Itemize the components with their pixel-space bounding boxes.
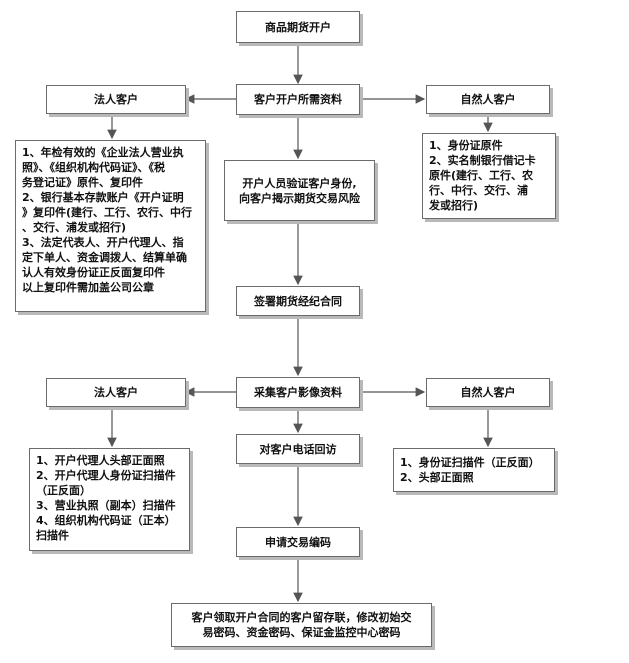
legal-docs-line: 照》、《组织机构代码证》、《税: [22, 161, 165, 174]
legal-client-node-1: 法人客户: [46, 85, 186, 114]
natural-docs-line: 发或招行): [429, 199, 479, 212]
legal-images-line: 4、组织机构代码证（正本）: [36, 514, 176, 527]
natural-images-line: 2、头部正面照: [400, 471, 474, 484]
legal-docs-line: 》复印件(建行、工行、农行、中行: [22, 206, 193, 219]
legal-docs-line: 2、银行基本存款账户《开户证明: [22, 191, 184, 204]
apply-trading-code-node: 申请交易编码: [236, 527, 360, 557]
verify-line: 开户人员验证客户身份,: [242, 176, 357, 190]
legal-docs-list: 1、年检有效的《企业法人营业执 照》、《组织机构代码证》、《税 务登记证》原件、…: [15, 140, 206, 312]
verify-identity-node: 开户人员验证客户身份, 向客户揭示期货交易风险: [224, 160, 375, 221]
natural-client-node-1: 自然人客户: [426, 85, 550, 114]
natural-docs-line: 2、实名制银行借记卡: [429, 154, 536, 167]
legal-images-list: 1、开户代理人头部正面照 2、开户代理人身份证扫描件 （正反面） 3、营业执照（…: [29, 448, 190, 551]
legal-docs-line: 3、法定代表人、开户代理人、指: [22, 236, 184, 249]
natural-docs-list: 1、身份证原件 2、实名制银行借记卡 原件(建行、工行、农 行、中行、交行、浦 …: [422, 133, 556, 219]
collect-images-node: 采集客户影像资料: [236, 377, 360, 408]
final-step-node: 客户领取开户合同的客户留存联，修改初始交 易密码、资金密码、保证金监控中心密码: [171, 603, 432, 647]
start-node: 商品期货开户: [236, 11, 360, 43]
phone-callback-node: 对客户电话回访: [236, 434, 360, 464]
natural-docs-line: 行、中行、交行、浦: [429, 184, 528, 197]
legal-images-line: （正反面）: [36, 484, 91, 497]
verify-line: 向客户揭示期货交易风险: [239, 191, 360, 205]
legal-docs-line: 、交行、浦发或招行): [22, 221, 127, 234]
final-line: 客户领取开户合同的客户留存联，修改初始交: [191, 611, 412, 624]
sign-contract-node: 签署期货经纪合同: [236, 286, 360, 316]
legal-client-node-2: 法人客户: [46, 378, 186, 407]
natural-client-node-2: 自然人客户: [426, 378, 550, 407]
natural-images-list: 1、身份证扫描件（正反面） 2、头部正面照: [393, 448, 555, 492]
required-docs-node: 客户开户所需资料: [236, 84, 360, 115]
natural-images-line: 1、身份证扫描件（正反面）: [400, 456, 540, 469]
legal-images-line: 2、开户代理人身份证扫描件: [36, 469, 176, 482]
legal-docs-line: 务登记证》原件、复印件: [22, 176, 143, 189]
legal-docs-line: 定下单人、资金调拨人、结算单确: [22, 251, 187, 264]
natural-docs-line: 1、身份证原件: [429, 139, 503, 152]
natural-docs-line: 原件(建行、工行、农: [429, 169, 534, 182]
legal-images-line: 1、开户代理人头部正面照: [36, 454, 165, 467]
legal-docs-line: 以上复印件需加盖公司公章: [22, 281, 154, 294]
legal-docs-line: 1、年检有效的《企业法人营业执: [22, 146, 184, 159]
legal-docs-line: 认人有效身份证正反面复印件: [22, 266, 165, 279]
legal-images-line: 3、营业执照（副本）扫描件: [36, 499, 176, 512]
final-line: 易密码、资金密码、保证金监控中心密码: [202, 626, 401, 639]
legal-images-line: 扫描件: [36, 529, 69, 542]
